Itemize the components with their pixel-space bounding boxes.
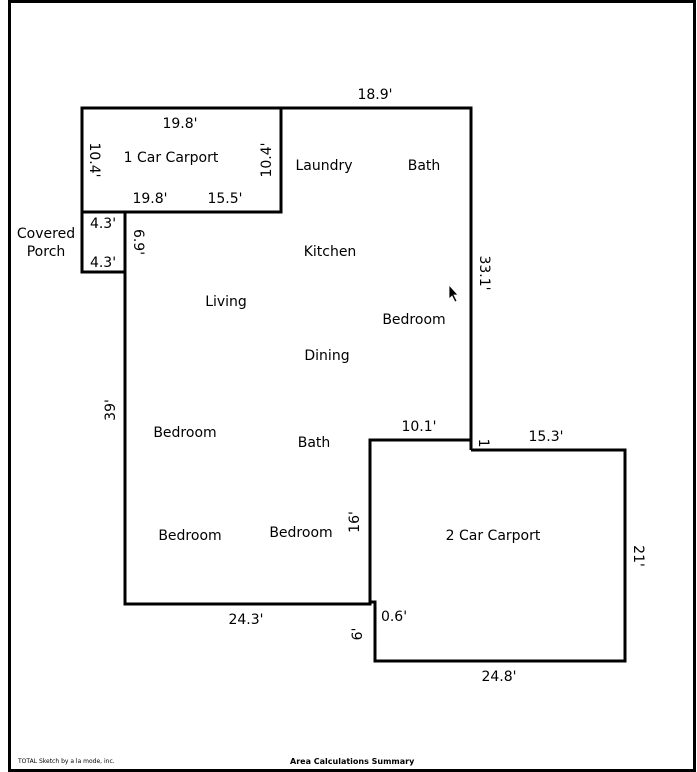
dim-small-side: 6' bbox=[350, 628, 366, 641]
dim-carport1-right: 10.4' bbox=[259, 142, 275, 177]
room-laundry: Laundry bbox=[295, 158, 352, 174]
dim-left-main: 39' bbox=[103, 399, 119, 421]
main-house-outline bbox=[123, 106, 473, 606]
dim-carport2-right: 21' bbox=[630, 545, 646, 567]
dim-carport2-left: 16' bbox=[347, 511, 363, 533]
dim-carport1-bottom-a: 19.8' bbox=[132, 191, 167, 207]
one-car-carport-outline bbox=[80, 106, 283, 214]
room-living: Living bbox=[205, 294, 247, 310]
two-car-carport-outline bbox=[370, 448, 627, 663]
room-covered: Covered bbox=[17, 226, 75, 242]
room-one-car-carport: 1 Car Carport bbox=[124, 150, 219, 166]
dim-right-main: 33.1' bbox=[476, 255, 492, 290]
room-bath-mid: Bath bbox=[298, 435, 331, 451]
walls bbox=[80, 106, 627, 663]
room-porch: Porch bbox=[27, 244, 66, 260]
dim-porch-bottom: 4.3' bbox=[90, 255, 116, 271]
dim-porch-top: 4.3' bbox=[90, 216, 116, 232]
mouse-cursor-icon bbox=[448, 283, 459, 303]
dim-notch-side: 1' bbox=[475, 439, 491, 452]
dim-notch-top: 10.1' bbox=[401, 419, 436, 435]
room-dining: Dining bbox=[304, 348, 349, 364]
room-two-car-carport: 2 Car Carport bbox=[446, 528, 541, 544]
dim-bottom-main: 24.3' bbox=[228, 612, 263, 628]
dim-carport1-left: 10.4' bbox=[86, 142, 102, 177]
dim-carport2-bottom: 24.8' bbox=[481, 669, 516, 685]
footer-summary-title: Area Calculations Summary bbox=[290, 757, 415, 766]
dim-carport2-top: 15.3' bbox=[528, 429, 563, 445]
room-bath-top: Bath bbox=[408, 158, 441, 174]
dim-small-step: 0.6' bbox=[381, 609, 407, 625]
dim-porch-side: 6.9' bbox=[130, 229, 146, 255]
room-bedroom-bottom-left: Bedroom bbox=[158, 528, 221, 544]
room-bedroom-left: Bedroom bbox=[153, 425, 216, 441]
footer-credit: TOTAL Sketch by a la mode, inc. bbox=[18, 758, 115, 765]
dim-carport1-top: 19.8' bbox=[162, 116, 197, 132]
room-bedroom-right: Bedroom bbox=[382, 312, 445, 328]
room-bedroom-bottom-mid: Bedroom bbox=[269, 525, 332, 541]
dim-carport1-bottom-b: 15.5' bbox=[207, 191, 242, 207]
room-kitchen: Kitchen bbox=[304, 244, 357, 260]
dim-top-main: 18.9' bbox=[357, 87, 392, 103]
